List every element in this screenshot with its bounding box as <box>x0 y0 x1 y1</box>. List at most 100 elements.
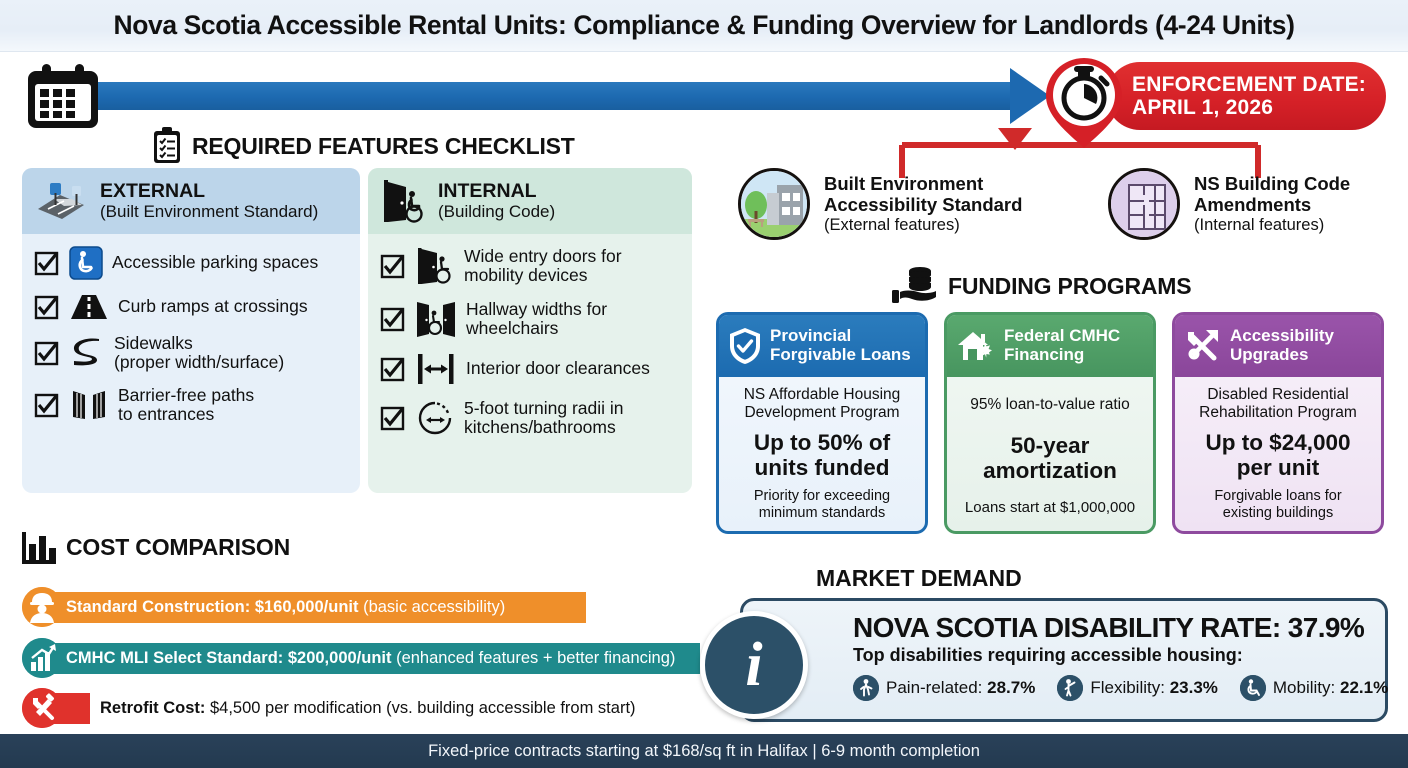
funding-heading: FUNDING PROGRAMS <box>948 272 1192 299</box>
funding-note-line-1: Loans start at $1,000,000 <box>964 499 1136 517</box>
list-item: Sidewalks (proper width/surface) <box>34 333 348 373</box>
wheelchair-icon <box>1239 675 1266 701</box>
funding-card-header: Provincial Forgivable Loans <box>719 315 925 377</box>
funding-note-line-2: existing buildings <box>1222 505 1334 522</box>
checkbox-checked-icon[interactable] <box>380 253 406 279</box>
page-title: Nova Scotia Accessible Rental Units: Com… <box>113 10 1295 40</box>
construction-worker-icon <box>22 587 62 627</box>
cost-label: CMHC MLI Select Standard: $200,000/unit … <box>66 649 675 668</box>
checkbox-checked-icon[interactable] <box>34 250 60 276</box>
standard-line-2: Accessibility Standard <box>824 193 1023 215</box>
house-maple-leaf-icon <box>956 329 996 363</box>
internal-title: INTERNAL <box>438 179 537 202</box>
checkbox-checked-icon[interactable] <box>380 405 406 431</box>
cost-row-standard: Standard Construction: $160,000/unit (ba… <box>22 587 586 627</box>
funding-note-line-1: Forgivable loans for <box>1214 488 1342 505</box>
checklist-panel-external: EXTERNAL (Built Environment Standard) Ac… <box>22 168 360 493</box>
growth-chart-icon <box>22 638 62 678</box>
door-wheelchair-icon <box>380 178 426 224</box>
funding-title-line-2: Forgivable Loans <box>770 345 911 364</box>
funding-highlight-line-1: 50-year <box>1010 432 1090 458</box>
list-item-subtext: to entrances <box>118 403 215 424</box>
stat-name: Pain-related: <box>886 678 983 697</box>
checklist-heading: REQUIRED FEATURES CHECKLIST <box>192 132 575 159</box>
list-item-subtext: mobility devices <box>464 265 588 285</box>
timeline-arrow-bar <box>98 82 1018 110</box>
external-panel-title-block: EXTERNAL (Built Environment Standard) <box>100 179 318 222</box>
list-item-label: Accessible parking spaces <box>112 253 318 272</box>
enforcement-line-2: APRIL 1, 2026 <box>1132 96 1274 119</box>
checkbox-checked-icon[interactable] <box>380 356 406 382</box>
wheelchair-parking-icon <box>69 246 103 280</box>
funding-card-provincial[interactable]: Provincial Forgivable Loans NS Affordabl… <box>716 312 928 534</box>
list-item-text: Interior door clearances <box>466 358 650 379</box>
external-title: EXTERNAL <box>100 179 206 202</box>
cost-label: Retrofit Cost: $4,500 per modification (… <box>100 699 636 718</box>
funding-program-line-1: 95% loan-to-value ratio <box>970 396 1130 413</box>
external-items-list: Accessible parking spaces Curb ramps at … <box>22 234 360 438</box>
market-demand-panel: NOVA SCOTIA DISABILITY RATE: 37.9% Top d… <box>740 598 1388 722</box>
bar-chart-icon <box>22 530 56 564</box>
list-item: Curb ramps at crossings <box>34 293 348 321</box>
funding-title-line-2: Financing <box>1004 345 1085 364</box>
disability-stats-list: Pain-related: 28.7% Flexibility: 23.3% M… <box>853 675 1388 701</box>
standard-line-3: (Internal features) <box>1194 215 1325 234</box>
title-band: Nova Scotia Accessible Rental Units: Com… <box>0 0 1408 52</box>
funding-card-accessibility[interactable]: Accessibility Upgrades Disabled Resident… <box>1172 312 1384 534</box>
sidewalk-icon <box>69 338 105 368</box>
funding-highlight-line-2: amortization <box>983 457 1117 483</box>
funding-card-title: Provincial Forgivable Loans <box>770 327 911 364</box>
list-item-label: Interior door clearances <box>466 359 650 378</box>
funding-title-line-1: Accessibility <box>1230 326 1334 346</box>
cost-label-light: (enhanced features + better financing) <box>391 648 676 667</box>
funding-program-line-1: Disabled Residential <box>1207 386 1349 403</box>
enforcement-line-1: ENFORCEMENT DATE: <box>1132 72 1367 96</box>
stat-value: 23.3% <box>1169 678 1218 697</box>
funding-highlight: Up to $24,000 per unit <box>1183 430 1373 481</box>
list-item-subtext: kitchens/bathrooms <box>464 417 616 438</box>
funding-note-line-2: minimum standards <box>758 505 886 522</box>
list-item-text: Sidewalks <box>114 333 193 353</box>
checkbox-checked-icon[interactable] <box>34 294 60 320</box>
checkbox-checked-icon[interactable] <box>34 392 60 418</box>
enforcement-date-banner: ENFORCEMENT DATE: APRIL 1, 2026 <box>1106 62 1386 130</box>
funding-card-title: Accessibility Upgrades <box>1230 327 1334 364</box>
stat-pain-related: Pain-related: 28.7% <box>853 675 1035 701</box>
funding-card-header: Accessibility Upgrades <box>1175 315 1381 377</box>
cost-heading: COST COMPARISON <box>66 533 291 560</box>
curb-ramp-icon <box>69 293 109 321</box>
funding-note-line-1: Priority for exceeding <box>753 488 891 505</box>
list-item-text: Barrier-free paths <box>118 384 255 405</box>
checkbox-checked-icon[interactable] <box>34 340 60 366</box>
list-item: Accessible parking spaces <box>34 246 348 280</box>
market-demand-heading: MARKET DEMAND <box>816 565 1022 591</box>
standard-line-1: Built Environment <box>824 172 984 194</box>
funding-highlight-line-2: per unit <box>1236 454 1320 480</box>
list-item-label: 5-foot turning radii in kitchens/bathroo… <box>464 398 624 438</box>
list-item: Hallway widths for wheelchairs <box>380 299 680 339</box>
footer-bar: Fixed-price contracts starting at $168/s… <box>0 734 1408 768</box>
stat-mobility: Mobility: 22.1% <box>1239 675 1389 701</box>
clipboard-checklist-icon <box>152 127 182 165</box>
parking-lot-icon <box>34 179 88 223</box>
funding-card-federal[interactable]: Federal CMHC Financing 95% loan-to-value… <box>944 312 1156 534</box>
wrench-upgrade-icon <box>1184 328 1222 364</box>
list-item-label: Wide entry doors for mobility devices <box>464 246 622 286</box>
list-item: Barrier-free paths to entrances <box>34 384 348 425</box>
stat-value: 28.7% <box>987 678 1036 697</box>
right-arrow-icon <box>1010 68 1050 124</box>
internal-subtitle: (Building Code) <box>438 202 556 222</box>
open-gate-icon <box>69 389 109 421</box>
stopwatch-pin-icon <box>1038 54 1130 150</box>
tools-icon <box>22 688 62 728</box>
stat-value: 22.1% <box>1339 678 1389 697</box>
funding-highlight: 50-year amortization <box>955 432 1145 484</box>
list-item: Wide entry doors for mobility devices <box>380 246 680 286</box>
cost-row-retrofit: Retrofit Cost: $4,500 per modification (… <box>22 688 636 728</box>
checkbox-checked-icon[interactable] <box>380 306 406 332</box>
list-item-text: Accessible parking spaces <box>112 252 319 273</box>
list-item-text: Hallway widths for <box>466 298 608 319</box>
standard-line-1: NS Building Code <box>1194 172 1351 194</box>
flexibility-person-icon <box>1057 675 1084 701</box>
